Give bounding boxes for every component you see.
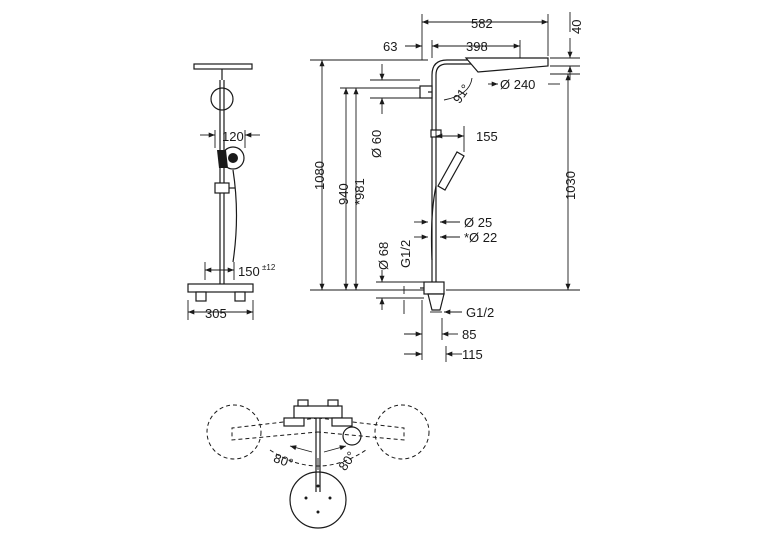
side-thermostat bbox=[423, 281, 445, 295]
side-dim-projection-115: 115 bbox=[462, 347, 483, 362]
front-dim-thermostat-width: 305 bbox=[205, 306, 227, 321]
top-rotation-right: 80° bbox=[335, 449, 359, 474]
side-dim-connection-right: G1/2 bbox=[466, 305, 494, 320]
side-dim-projection-85: 85 bbox=[462, 327, 476, 342]
front-dim-spacing: 150 bbox=[238, 264, 260, 279]
side-head-shower bbox=[464, 57, 549, 73]
side-dim-head-thickness: 40 bbox=[569, 20, 584, 34]
side-dim-rosette-68: Ø 68 bbox=[376, 242, 391, 270]
front-arm-bend bbox=[210, 87, 234, 111]
side-hand-shower bbox=[437, 151, 465, 191]
side-dim-total-height: 1080 bbox=[312, 161, 327, 190]
side-dim-pipe-22: *Ø 22 bbox=[464, 230, 497, 245]
side-dim-height-1030: 1030 bbox=[563, 171, 578, 200]
front-thermostat-bar bbox=[187, 283, 254, 293]
side-dim-height-940: 940 bbox=[336, 183, 351, 205]
side-dim-handshower-projection: 155 bbox=[476, 129, 498, 144]
side-dim-height-981: *981 bbox=[352, 178, 367, 205]
side-dim-connection-left: G1/2 bbox=[398, 240, 413, 268]
top-left-swivel-circle bbox=[206, 404, 262, 460]
front-dim-spacing-tol: ±12 bbox=[262, 263, 276, 272]
top-thermostat bbox=[293, 405, 343, 419]
front-head-shower bbox=[193, 63, 253, 70]
top-right-swivel-circle bbox=[374, 404, 430, 460]
side-dim-head-diameter: Ø 240 bbox=[500, 77, 535, 92]
side-dim-arm-offset: 63 bbox=[383, 39, 397, 54]
side-view: 582 40 63 398 91° Ø 240 Ø 60 155 bbox=[310, 12, 584, 362]
side-dim-pipe-25: Ø 25 bbox=[464, 215, 492, 230]
side-dim-arm-length: 398 bbox=[466, 39, 488, 54]
top-rotation-left: 80° bbox=[272, 450, 296, 471]
top-view: 80° 80° bbox=[206, 399, 430, 529]
front-view: 120 150 ±12 305 bbox=[187, 63, 276, 321]
top-head-shower bbox=[289, 471, 347, 529]
front-dim-head-width: 120 bbox=[222, 129, 244, 144]
side-dim-arm-diameter: Ø 60 bbox=[369, 130, 384, 158]
side-dim-total-projection: 582 bbox=[471, 16, 493, 31]
